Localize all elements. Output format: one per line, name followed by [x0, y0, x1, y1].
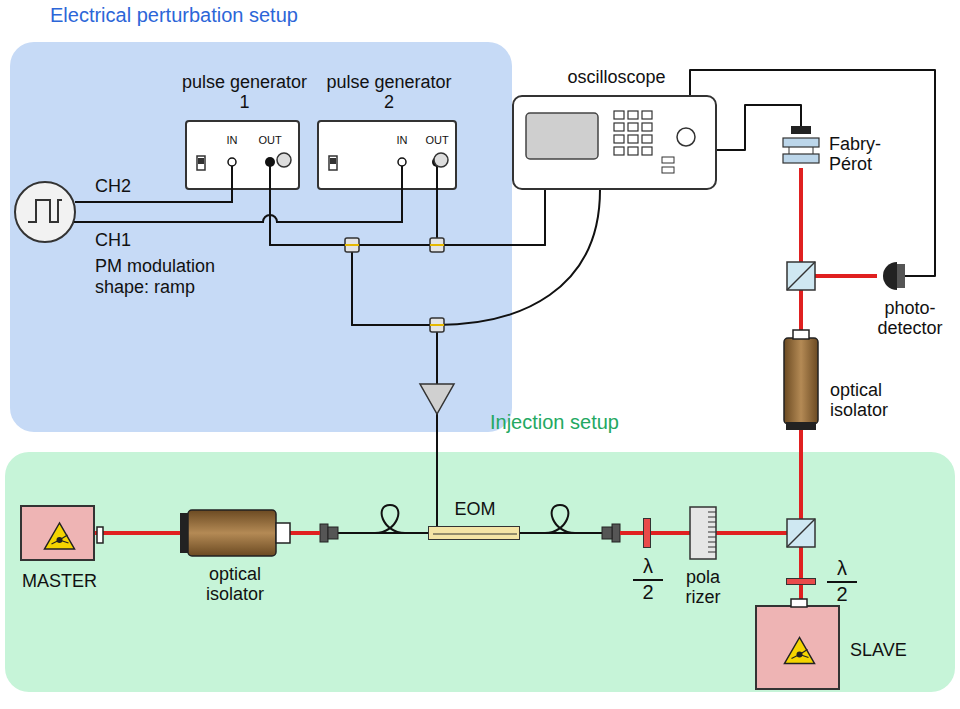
laser-beam: [801, 276, 877, 330]
pulse-generator: pulse generator 2INOUT: [317, 120, 457, 190]
optical-isolator-drawing: [784, 330, 818, 430]
node-label: optical isolator: [185, 564, 285, 604]
node-label: Fabry- Pérot: [829, 134, 891, 174]
oscilloscope: oscilloscope: [512, 95, 717, 190]
optical-isolator-drawing: [180, 510, 290, 556]
laser-beam: [799, 168, 803, 330]
node-sublabel: OUT: [255, 134, 285, 146]
fabry-perot-cavity-drawing: [783, 128, 819, 168]
signal-label: CH1: [95, 230, 155, 251]
laser-source: SLAVE: [755, 605, 840, 690]
optical-isolator: optical isolator: [784, 330, 818, 430]
signal-label: PM modulation shape: ramp: [95, 256, 235, 297]
node-sublabel: IN: [217, 134, 247, 146]
half-wave-plate: λ2: [786, 578, 816, 585]
polarizer-drawing: [690, 507, 716, 559]
node-label: Injection setup: [490, 411, 710, 433]
pulse-generator-drawing: [187, 122, 298, 188]
photodetector: photo- detector: [877, 262, 905, 290]
node-label: SLAVE: [850, 640, 930, 660]
node-label: Electrical perturbation setup: [50, 4, 380, 26]
laser-source-drawing: [757, 607, 838, 688]
pulse-generator: pulse generator 1INOUT: [185, 120, 300, 190]
panel-region: Injection setupMASTERoptical isolatorEOM…: [5, 452, 955, 692]
node-label: pulse generator 1: [177, 72, 312, 112]
node-sublabel: 2: [827, 581, 857, 605]
pulse-generator-drawing: [319, 122, 455, 188]
node-label: MASTER: [7, 571, 112, 591]
electro-optic-modulator-drawing: [429, 527, 519, 539]
node-sublabel: 2: [633, 579, 663, 603]
oscilloscope-drawing: [514, 97, 715, 188]
node-label: oscilloscope: [534, 67, 699, 87]
polarizer: pola rizer: [690, 507, 716, 559]
node-label: λ: [827, 557, 857, 579]
photodetector-drawing: [877, 262, 905, 290]
cable: [690, 70, 935, 276]
node-label: EOM: [435, 499, 515, 519]
node-label: pulse generator 2: [319, 72, 459, 112]
node-label: photo- detector: [869, 298, 951, 338]
laser-source: MASTER: [20, 505, 95, 561]
signal-label: CH2: [95, 176, 155, 197]
optical-isolator: optical isolator: [180, 510, 290, 556]
node-label: pola rizer: [680, 567, 726, 607]
node-label: optical isolator: [830, 380, 910, 420]
laser-source-drawing: [22, 507, 93, 559]
electro-optic-modulator: EOM: [428, 526, 520, 540]
half-wave-plate: λ2: [643, 518, 651, 548]
node-label: λ: [633, 555, 663, 577]
node-sublabel: IN: [387, 134, 417, 146]
node-sublabel: OUT: [422, 134, 452, 146]
fabry-perot-cavity: Fabry- Pérot: [783, 128, 819, 168]
panel-region: Electrical perturbation setuppulse gener…: [10, 42, 512, 432]
